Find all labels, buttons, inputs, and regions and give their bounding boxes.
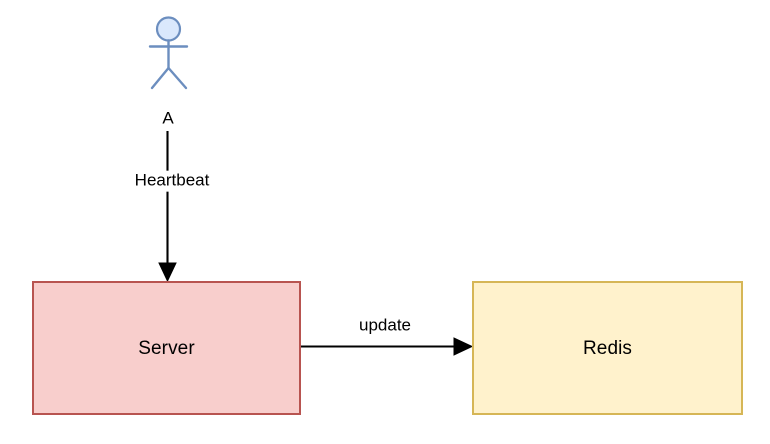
update-arrowhead-icon xyxy=(453,337,474,356)
actor-right-leg-line xyxy=(167,66,188,90)
actor-head-icon xyxy=(155,16,182,42)
actor-label: A xyxy=(159,108,177,130)
edge-actor-to-server[interactable] xyxy=(158,131,177,283)
edge-label-heartbeat[interactable]: Heartbeat xyxy=(131,170,213,192)
actor-left-leg-line xyxy=(150,66,170,90)
edge-label-update[interactable]: update xyxy=(359,315,411,335)
node-redis-label: Redis xyxy=(582,337,633,359)
edge-server-to-redis[interactable] xyxy=(301,337,474,356)
actor-stick-figure-shape[interactable] xyxy=(148,16,189,90)
node-server[interactable]: Server xyxy=(32,281,301,415)
node-server-label: Server xyxy=(138,337,195,359)
node-redis[interactable]: Redis xyxy=(472,281,743,415)
heartbeat-arrowhead-icon xyxy=(158,262,177,283)
